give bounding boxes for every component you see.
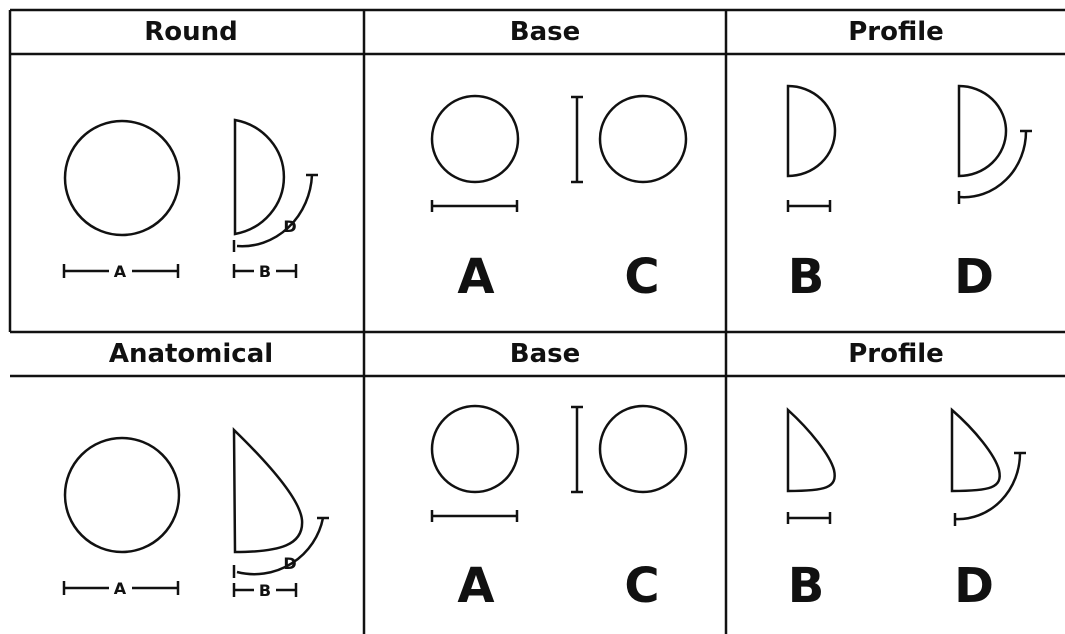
base-letter-a-top: A [457, 249, 494, 305]
round-implant-figure: D A B [62, 118, 318, 281]
header-round: Round [144, 17, 238, 47]
base-circle-a-bottom [430, 404, 520, 494]
header-profile-bottom: Profile [848, 339, 944, 369]
base-letter-c-top: C [624, 249, 659, 305]
round-arc-d [236, 174, 314, 248]
base-letter-a-bottom: A [457, 558, 494, 614]
round-side-view [233, 118, 286, 236]
round-base-figure [430, 94, 688, 212]
anatomical-base-figure [430, 404, 688, 522]
anatomical-implant-figure: D A B [62, 427, 329, 600]
base-circle-c [598, 94, 688, 184]
round-label-d: D [283, 217, 296, 236]
profile-shape-b [786, 84, 837, 178]
anatomical-arc-d [236, 517, 325, 576]
round-label-b: B [259, 262, 271, 281]
profile-shape-d [957, 84, 1008, 178]
anatomical-profile-figure [786, 407, 1026, 526]
round-profile-figure [786, 84, 1032, 212]
profile-letter-b-top: B [788, 249, 825, 305]
profile-arc-d [958, 130, 1028, 199]
profile-arc-d-bottom [954, 452, 1022, 521]
header-base-top: Base [510, 17, 580, 47]
header-anatomical: Anatomical [109, 339, 273, 369]
base-circle-a [430, 94, 520, 184]
profile-letter-b-bottom: B [788, 558, 825, 614]
profile-teardrop-b [786, 407, 836, 493]
header-base-bottom: Base [510, 339, 580, 369]
anatomical-label-a: A [114, 579, 127, 598]
header-profile-top: Profile [848, 17, 944, 47]
profile-teardrop-d [950, 407, 1001, 493]
anatomical-label-b: B [259, 581, 271, 600]
anatomical-side-view [232, 427, 304, 554]
anatomical-front-view [63, 436, 181, 554]
round-label-a: A [114, 262, 127, 281]
table-grid [8, 8, 1065, 634]
profile-letter-d-bottom: D [954, 558, 994, 614]
base-letter-c-bottom: C [624, 558, 659, 614]
anatomical-label-d: D [283, 554, 296, 573]
base-circle-c-bottom [598, 404, 688, 494]
profile-letter-d-top: D [954, 249, 994, 305]
round-front-view [63, 119, 181, 237]
